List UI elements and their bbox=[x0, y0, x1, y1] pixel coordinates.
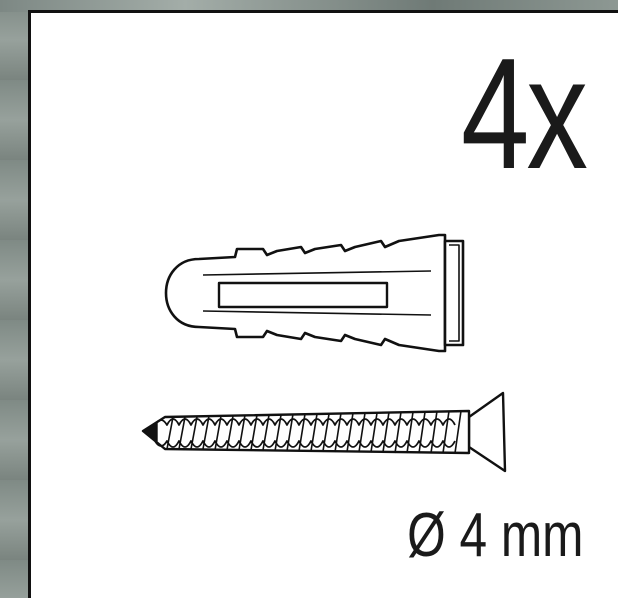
quantity-label: 4x bbox=[461, 26, 588, 202]
package-card: 4x bbox=[28, 10, 618, 598]
screw-icon bbox=[141, 391, 507, 473]
backdrop-top bbox=[0, 0, 618, 12]
wall-plug-icon bbox=[164, 233, 465, 353]
diameter-label: Ø 4 mm bbox=[406, 501, 583, 570]
hardware-illustration bbox=[141, 233, 507, 473]
backdrop-wall bbox=[0, 0, 28, 598]
